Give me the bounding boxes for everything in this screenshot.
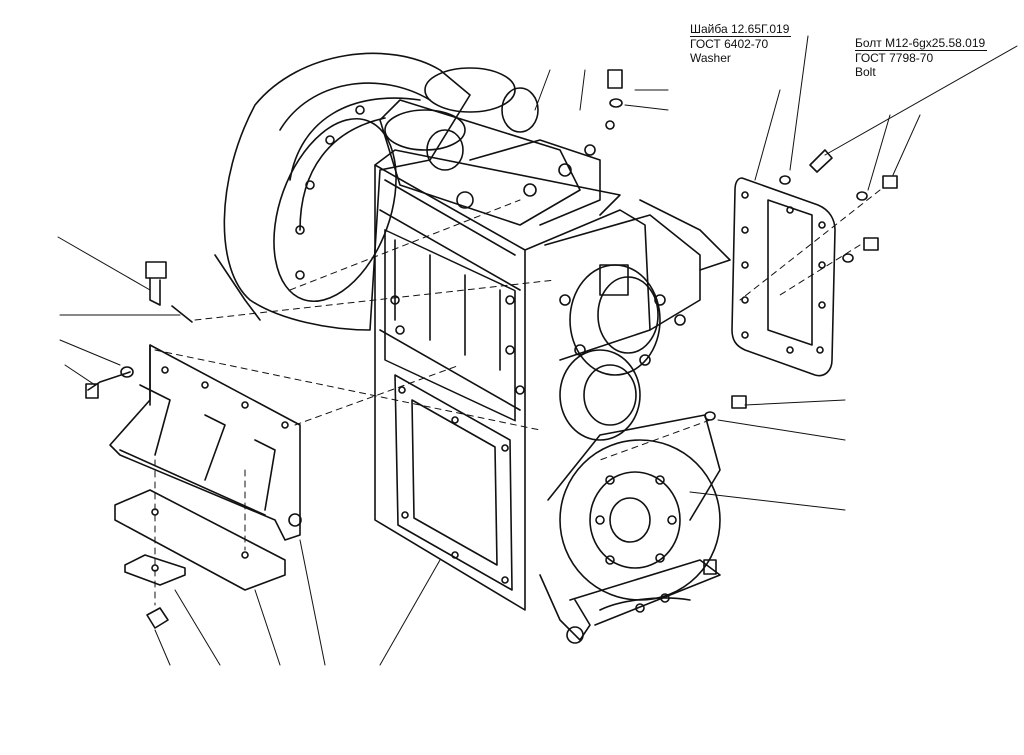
washer-callout: Шайба 12.65Г.019 ГОСТ 6402-70 Washer <box>690 22 792 65</box>
assembly-dashed-lines <box>154 189 881 606</box>
right-hardware <box>704 149 898 421</box>
washer-part-number: Шайба 12.65Г.019 <box>690 22 792 37</box>
side-pump-assembly <box>544 199 731 441</box>
bolt-part-number: Болт М12-6gх25.58.019 <box>855 36 988 51</box>
side-cover-plate <box>731 177 836 377</box>
washer-name: Washer <box>690 51 731 65</box>
valve-block <box>379 67 623 226</box>
left-hardware <box>85 261 193 629</box>
torque-converter-housing <box>214 52 471 331</box>
mounting-bracket <box>109 344 302 541</box>
shim-plates <box>114 489 286 591</box>
inspection-cover <box>394 374 513 591</box>
leader-lines <box>57 35 1018 666</box>
washer-standard: ГОСТ 6402-70 <box>690 37 769 51</box>
bolt-name: Bolt <box>855 65 876 79</box>
bottom-linkage <box>539 559 721 644</box>
bolt-standard: ГОСТ 7798-70 <box>855 51 934 65</box>
bolt-callout: Болт М12-6gх25.58.019 ГОСТ 7798-70 Bolt <box>855 36 988 79</box>
gearbox-main-body <box>374 149 651 611</box>
output-drum <box>547 414 721 601</box>
